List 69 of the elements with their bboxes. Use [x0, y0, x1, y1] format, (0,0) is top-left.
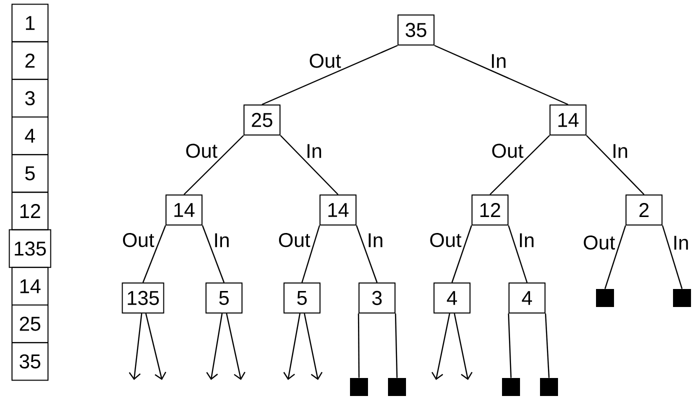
tree-edge [394, 314, 398, 378]
arrow [454, 313, 473, 380]
tree-edge [202, 225, 225, 283]
number-box: 14 [12, 266, 48, 306]
arrow [431, 313, 450, 380]
tree-node: 14 [166, 194, 202, 226]
tree-edge [508, 225, 528, 283]
leaf-square [673, 289, 691, 307]
tree-edge [184, 135, 244, 195]
tree-node: 5 [284, 282, 320, 314]
tree-node: 135 [122, 282, 164, 314]
tree-node: 35 [398, 14, 434, 46]
number-box: 5 [12, 154, 48, 193]
tree-node: 5 [206, 282, 242, 314]
edge-label: In [212, 232, 231, 248]
tree-node: 14 [550, 104, 586, 136]
tree-edge [662, 225, 683, 289]
tree-node: 3 [358, 282, 396, 314]
tree-edge [356, 225, 378, 283]
tree-edge [434, 44, 568, 106]
tree-edge [280, 135, 338, 195]
number-box: 35 [12, 342, 48, 381]
arrow [226, 313, 246, 380]
edge-label: In [366, 232, 385, 248]
edge-label: Out [490, 142, 524, 159]
edge-label: In [672, 234, 690, 251]
edge-label: In [517, 232, 536, 248]
number-box: 12 [12, 192, 48, 230]
edge-label: Out [184, 142, 218, 159]
tree-edge [301, 225, 320, 283]
tree-edge [586, 135, 644, 195]
tree-edge [451, 225, 472, 283]
arrow [304, 313, 323, 380]
leaf-square [502, 378, 520, 396]
tree-node: 12 [472, 194, 508, 226]
number-box: 4 [12, 116, 48, 156]
leaf-square [540, 378, 558, 396]
number-box: 135 [8, 229, 52, 268]
arrow [206, 313, 223, 380]
arrow [283, 313, 300, 380]
number-box: 2 [12, 41, 48, 80]
tree-node: 25 [244, 104, 280, 136]
tree-node: 14 [320, 194, 356, 226]
number-box: 3 [12, 78, 48, 118]
tree-edge [142, 225, 166, 283]
tree-edge [544, 313, 550, 378]
number-box: 25 [12, 304, 48, 344]
arrow [128, 313, 142, 380]
edge-label: Out [277, 232, 312, 248]
tree-node: 4 [434, 282, 470, 314]
edge-label: In [610, 143, 630, 159]
tree-node: 2 [626, 194, 662, 226]
tree-edge [490, 135, 550, 195]
tree-edge [508, 313, 512, 378]
edge-label: Out [428, 232, 462, 248]
arrow [145, 313, 166, 380]
leaf-square [350, 378, 368, 396]
leaf-square [388, 378, 406, 396]
tree-edge [358, 314, 360, 378]
number-box: 1 [12, 4, 48, 42]
leaf-square [596, 289, 614, 307]
edge-label: Out [121, 232, 156, 248]
edge-label: Out [582, 234, 616, 251]
edge-label: In [489, 53, 508, 69]
tree-edge [262, 44, 398, 106]
edge-label: In [304, 143, 324, 159]
tree-node: 4 [508, 282, 546, 314]
tree-edge [604, 225, 626, 289]
edge-label: Out [308, 52, 342, 69]
